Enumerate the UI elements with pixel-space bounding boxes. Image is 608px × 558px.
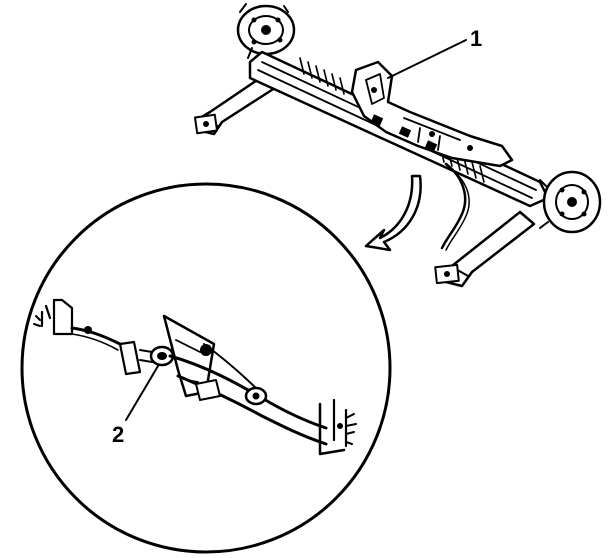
detail-mounting-bracket xyxy=(33,298,142,376)
right-trailing-arm xyxy=(434,210,536,288)
crossmember-bracket xyxy=(350,60,514,168)
brake-line xyxy=(440,162,467,250)
detail-brake-line-left xyxy=(70,326,122,346)
zoom-arrow xyxy=(364,174,422,252)
detail-frame-section xyxy=(318,398,357,456)
detail-circle xyxy=(20,182,392,554)
detail-view xyxy=(20,182,392,554)
detail-bracket-plate xyxy=(162,314,216,398)
callout-2-leader xyxy=(125,365,159,421)
right-brake-drum xyxy=(539,170,602,234)
left-trailing-arm xyxy=(193,72,280,136)
left-brake-drum xyxy=(236,3,296,59)
rear-axle-assembly xyxy=(193,3,602,288)
callout-1-leader xyxy=(387,39,467,79)
callout-1-label: 1 xyxy=(470,26,482,51)
callout-2-label: 2 xyxy=(112,422,124,447)
detail-brake-fitting xyxy=(139,345,175,367)
